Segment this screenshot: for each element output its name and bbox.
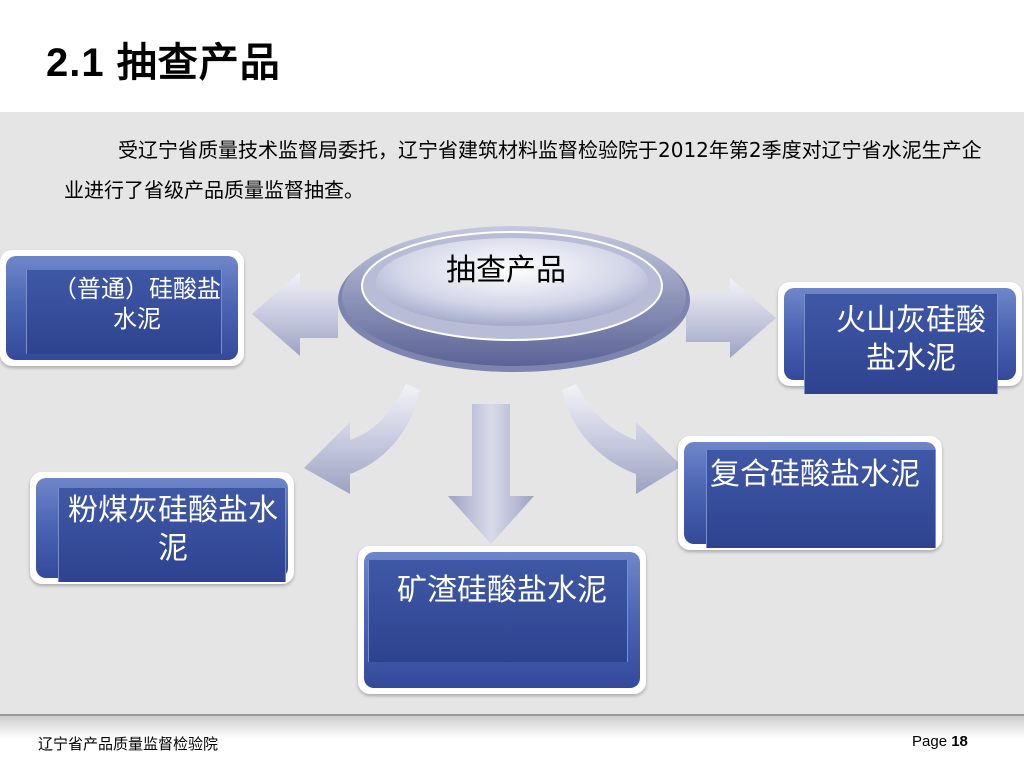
product-box-slag: 矿渣硅酸盐水泥 — [358, 546, 646, 694]
center-label: 抽查产品 — [446, 253, 566, 288]
title-bar — [0, 0, 1024, 112]
product-box-pozzolanic: 火山灰硅酸盐水泥 — [778, 282, 1022, 394]
footer-organization: 辽宁省产品质量监督检验院 — [38, 735, 219, 753]
product-label: 火山灰硅酸盐水泥 — [836, 303, 986, 376]
product-label: 矿渣硅酸盐水泥 — [397, 573, 607, 608]
product-box-ordinary-portland: （普通）硅酸盐水泥 — [0, 250, 244, 366]
product-box-fly-ash: 粉煤灰硅酸盐水泥 — [30, 472, 294, 584]
footer-bar — [0, 714, 1024, 768]
product-box-composite: 复合硅酸盐水泥 — [678, 436, 942, 550]
arrow-down — [448, 404, 534, 544]
intro-paragraph: 受辽宁省质量技术监督局委托，辽宁省建筑材料监督检验院于2012年第2季度对辽宁省… — [64, 138, 982, 202]
arrow-curve-right — [562, 384, 682, 494]
product-label: 粉煤灰硅酸盐水泥 — [68, 493, 278, 566]
page-number: 18 — [951, 733, 968, 750]
page-prefix: Page — [912, 733, 948, 750]
page-indicator: Page 18 — [912, 733, 968, 750]
center-oval-face — [376, 238, 648, 326]
product-label: 复合硅酸盐水泥 — [710, 457, 920, 492]
arrow-left — [252, 272, 338, 356]
product-label: （普通）硅酸盐水泥 — [53, 275, 221, 333]
footer-divider — [0, 714, 1024, 716]
page-title: 2.1 抽查产品 — [46, 41, 281, 85]
arrow-curve-left — [304, 384, 420, 494]
arrow-right — [686, 278, 776, 358]
